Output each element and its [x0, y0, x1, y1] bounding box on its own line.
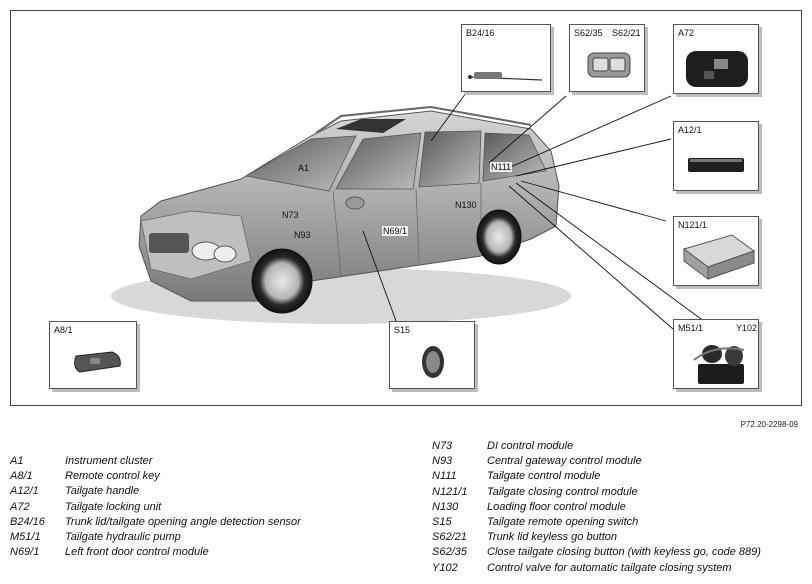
callout-label-s62-21: S62/21: [612, 28, 641, 38]
callout-n121-1: N121/1: [673, 216, 759, 286]
remote-switch-thumbnail: [422, 346, 444, 378]
callout-label-y102: Y102: [736, 323, 758, 333]
legend-code: Y102: [432, 561, 458, 574]
callout-m51-y102: M51/1 Y102: [673, 319, 759, 389]
legend-code: S62/35: [432, 546, 467, 559]
legend-row: A12/1 Tailgate handle: [10, 484, 301, 499]
legend-desc: Remote control key: [65, 470, 160, 483]
locking-unit-thumbnail: [686, 51, 748, 87]
callout-s62: S62/35 S62/21: [569, 24, 645, 92]
legend-code: A1: [10, 455, 24, 467]
legend-row: N69/1 Left front door control module: [10, 545, 301, 560]
car-label-n73: N73: [282, 210, 299, 220]
callout-a8-1: A8/1: [49, 321, 137, 389]
grille: [149, 233, 189, 253]
legend-code: N121/1: [432, 485, 468, 498]
legend-row: N73 DI control module: [432, 439, 761, 454]
legend-row: S62/35 Close tailgate closing button (wit…: [432, 545, 761, 560]
legend-desc: DI control module: [487, 440, 574, 452]
legend-desc: Instrument cluster: [65, 455, 153, 467]
car-illustration: [111, 92, 732, 342]
legend-desc: Trunk lid/tailgate opening angle detecti…: [65, 515, 301, 528]
legend-desc: Loading floor control module: [487, 500, 626, 513]
legend-code: B24/16: [10, 515, 45, 528]
legend-code: A72: [10, 500, 30, 513]
tailgate-handle-thumbnail: [688, 158, 744, 172]
callout-label-s62-35: S62/35: [574, 28, 603, 38]
legend-row: N93 Central gateway control module: [432, 454, 761, 469]
legend-row: N111 Tailgate control module: [432, 469, 761, 484]
legend-row: A72 Tailgate locking unit: [10, 500, 301, 515]
legend-desc: Tailgate locking unit: [65, 500, 162, 513]
legend-row: A1 Instrument cluster: [10, 454, 301, 469]
legend-code: A8/1: [10, 470, 33, 483]
legend-code: N73: [432, 440, 453, 452]
rear-wheel: [476, 209, 522, 265]
legend-left: A1 Instrument cluster A8/1 Remote control …: [10, 454, 301, 560]
legend-desc: Tailgate control module: [487, 470, 601, 483]
legend-desc: Tailgate hydraulic pump: [65, 531, 181, 544]
legend-code: N111: [432, 470, 457, 483]
legend-desc: Tailgate handle: [65, 485, 140, 498]
legend-row: M51/1 Tailgate hydraulic pump: [10, 530, 301, 545]
callout-b24-16: B24/16: [461, 24, 551, 92]
callout-label: A72: [678, 28, 695, 38]
legend-desc: Tailgate closing control module: [487, 485, 638, 498]
car-label-n130: N130: [455, 200, 477, 210]
legend-row: B24/16 Trunk lid/tailgate opening angle d…: [10, 515, 301, 530]
legend-code: N93: [432, 455, 453, 468]
legend-desc: Central gateway control module: [487, 455, 642, 468]
callout-label: B24/16: [466, 28, 495, 38]
callout-label: S15: [394, 325, 411, 335]
car-label-n93: N93: [294, 230, 311, 240]
front-wheel: [251, 248, 313, 314]
legend-desc: Control valve for automatic tailgate clo…: [487, 561, 732, 574]
rear-side-window: [418, 130, 482, 188]
callout-label-m51-1: M51/1: [678, 323, 704, 333]
roof-rail: [315, 105, 532, 134]
legend-code: S15: [432, 516, 452, 529]
car-label-n69-1: N69/1: [382, 226, 409, 236]
legend-row: N121/1 Tailgate closing control module: [432, 485, 761, 500]
legend-desc: Tailgate remote opening switch: [487, 516, 639, 529]
legend-row: S62/21 Trunk lid keyless go button: [432, 530, 761, 545]
legend-code: N130: [432, 500, 459, 513]
headlight-right: [213, 245, 237, 263]
figure-reference: P72.20-2298-09: [740, 420, 798, 429]
legend-row: S15 Tailgate remote opening switch: [432, 515, 761, 530]
leader-lines: [362, 92, 732, 342]
legend-code: S62/21: [432, 531, 467, 544]
legend-row: A8/1 Remote control key: [10, 469, 301, 484]
component-location-diagram: B24/16 S62/35 S62/21 A72 A12/1 N121: [10, 10, 802, 406]
legend-row: N130 Loading floor control module: [432, 500, 761, 515]
callout-label: A8/1: [54, 325, 73, 335]
front-side-window: [335, 132, 422, 190]
callout-label: A12/1: [678, 125, 702, 135]
sunroof: [336, 119, 406, 133]
legend-code: A12/1: [10, 485, 39, 498]
car-label-a1: A1: [298, 163, 310, 173]
legend-desc: Trunk lid keyless go button: [487, 531, 618, 544]
callout-label: N121/1: [678, 220, 708, 230]
legend-right: N73 DI control module N93 Central gateway …: [432, 439, 761, 576]
control-module-thumbnail: [682, 234, 756, 280]
callout-a72: A72: [673, 24, 759, 94]
hydraulic-pump-thumbnail: [693, 345, 745, 384]
legend-code: M51/1: [10, 531, 41, 544]
legend-desc: Left front door control module: [65, 546, 209, 559]
callout-a12-1: A12/1: [673, 121, 759, 191]
buttons-thumbnail: [587, 52, 631, 78]
legend-desc: Close tailgate closing button (with keyl…: [487, 546, 761, 559]
sensor-thumbnail: [468, 72, 543, 81]
legend-code: N69/1: [10, 546, 40, 559]
callout-s15: S15: [389, 321, 475, 389]
legend-row: Y102 Control valve for automatic tailgate…: [432, 561, 761, 576]
remote-key-thumbnail: [74, 351, 121, 373]
windshield: [244, 135, 357, 192]
side-mirror: [345, 196, 365, 210]
car-label-n111: N111: [490, 162, 513, 172]
